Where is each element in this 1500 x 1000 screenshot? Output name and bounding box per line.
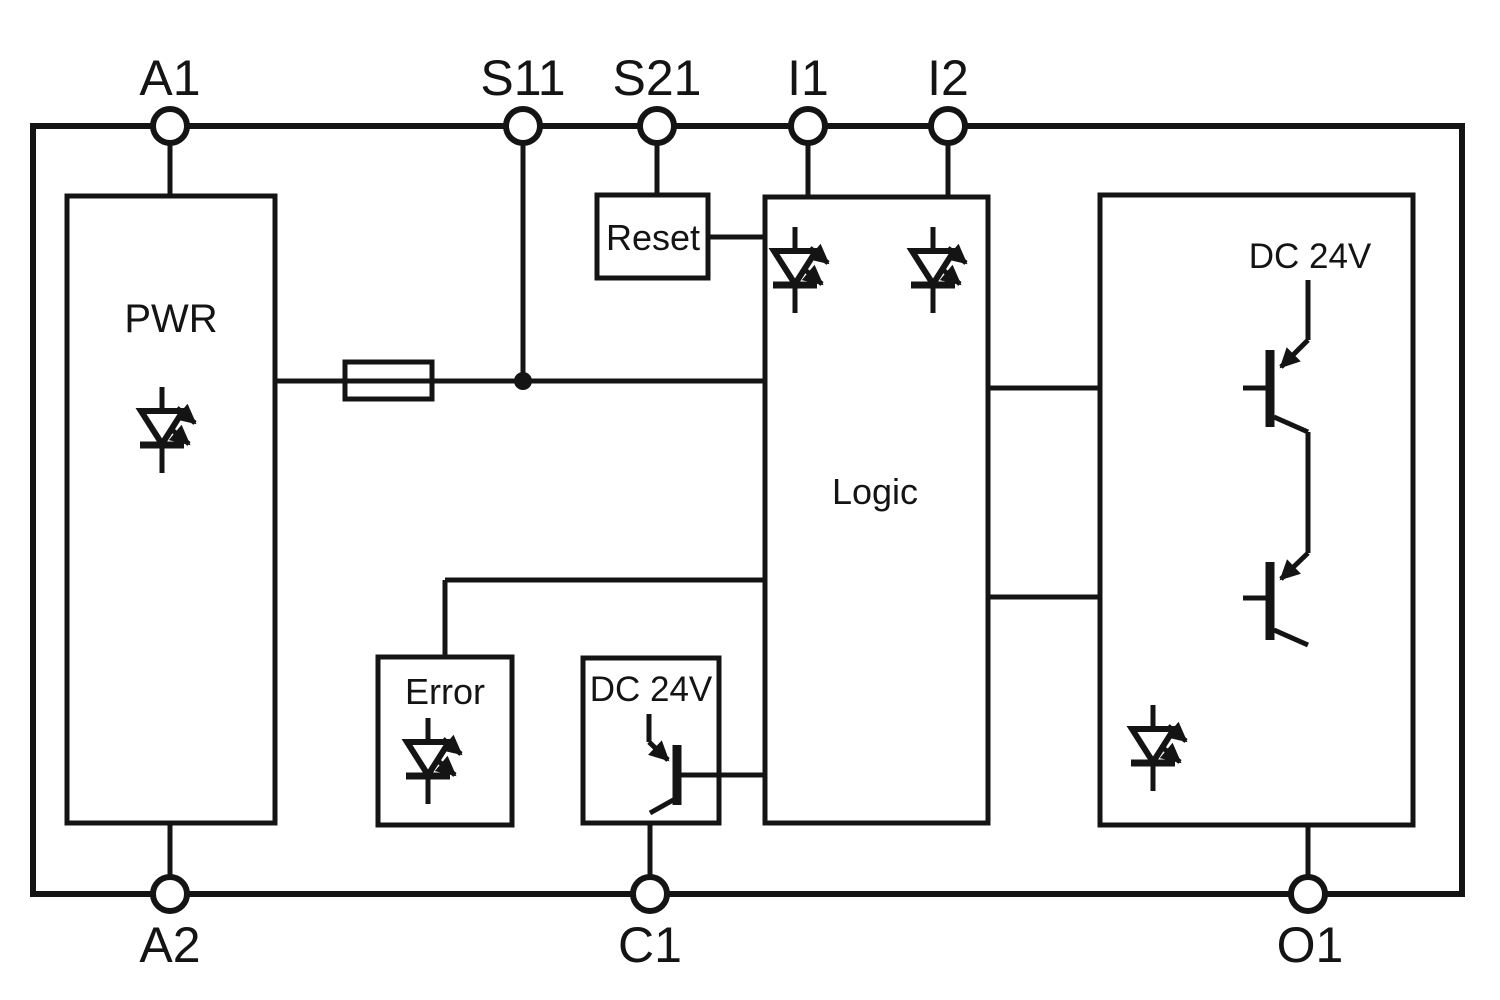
terminal-a1 bbox=[150, 106, 190, 146]
junction-dot bbox=[514, 372, 532, 390]
dc24v-clamp-block: DC 24V bbox=[580, 655, 765, 826]
logic-block-border bbox=[762, 194, 991, 826]
error-block-label: Error bbox=[405, 671, 485, 712]
output-dc24v-label: DC 24V bbox=[1249, 237, 1372, 276]
logic-block-label: Logic bbox=[832, 471, 918, 512]
reset-block: Reset bbox=[594, 192, 711, 281]
terminal-labels: A1 S11 S21 I1 I2 A2 C1 O1 bbox=[139, 50, 1343, 973]
terminal-label-c1: C1 bbox=[618, 917, 682, 973]
terminal-label-s11: S11 bbox=[480, 50, 565, 106]
pnp-transistor-icon bbox=[1243, 280, 1311, 435]
reset-block-label: Reset bbox=[606, 217, 700, 258]
module-enclosure-border bbox=[30, 123, 1465, 897]
pwr-block: PWR bbox=[64, 193, 278, 826]
terminals bbox=[150, 106, 1328, 914]
pwr-block-label: PWR bbox=[124, 297, 217, 341]
terminal-a2 bbox=[150, 874, 190, 914]
dc24v-clamp-label: DC 24V bbox=[590, 670, 713, 709]
error-block: Error bbox=[375, 654, 515, 828]
terminal-label-a1: A1 bbox=[139, 50, 200, 106]
pnp-transistor-icon bbox=[646, 714, 765, 816]
pnp-transistor-icon bbox=[1243, 551, 1310, 648]
terminal-s11 bbox=[503, 106, 543, 146]
terminal-label-i1: I1 bbox=[787, 50, 829, 106]
fuse-icon bbox=[342, 359, 435, 402]
terminal-o1 bbox=[1288, 874, 1328, 914]
terminal-label-s21: S21 bbox=[613, 50, 702, 106]
terminal-i2 bbox=[928, 106, 968, 146]
pwr-block-border bbox=[64, 193, 278, 826]
terminal-label-o1: O1 bbox=[1277, 917, 1344, 973]
terminal-label-a2: A2 bbox=[139, 917, 200, 973]
output-block: DC 24V bbox=[1097, 192, 1416, 828]
terminal-c1 bbox=[630, 874, 670, 914]
reset-block-border bbox=[594, 192, 711, 281]
terminal-i1 bbox=[788, 106, 828, 146]
terminal-s21 bbox=[637, 106, 677, 146]
logic-block: Logic bbox=[762, 194, 991, 826]
terminal-label-i2: I2 bbox=[927, 50, 969, 106]
